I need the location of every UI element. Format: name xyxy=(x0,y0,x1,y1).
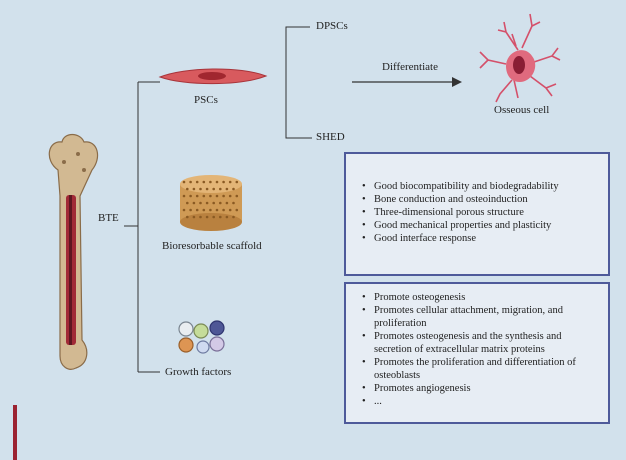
scaffold-pore xyxy=(195,180,199,184)
scaffold-pore xyxy=(186,187,189,191)
list-item: Promotes osteogenesis and the synthesis … xyxy=(362,330,600,356)
scaffold-pore xyxy=(235,180,239,184)
dpscs-label: DPSCs xyxy=(316,20,348,32)
scaffold-pore xyxy=(202,194,206,198)
scaffold-pore xyxy=(219,201,222,205)
shed-label: SHED xyxy=(316,131,345,143)
list-item: Bone conduction and osteoinduction xyxy=(362,193,600,206)
scaffold-icon xyxy=(180,175,242,231)
scaffold-pore xyxy=(225,215,229,219)
scaffold-pore xyxy=(219,187,222,191)
scaffold-pore xyxy=(186,215,189,219)
scaffold-pore xyxy=(219,215,222,219)
scaffold-pore xyxy=(189,180,192,184)
list-item: ... xyxy=(362,395,600,408)
differentiate-label: Differentiate xyxy=(382,61,438,73)
scaffold-pore xyxy=(192,187,196,191)
scaffold-pore xyxy=(202,208,206,212)
scaffold-pore xyxy=(205,187,209,191)
scaffold-pore xyxy=(182,194,186,198)
list-item: Promotes angiogenesis xyxy=(362,382,600,395)
scaffold-pore xyxy=(199,215,202,219)
growth-factor-beads-icon xyxy=(178,320,225,354)
scaffold-pore xyxy=(212,201,215,205)
list-item: Three-dimensional porous structure xyxy=(362,206,600,219)
scaffold-pore xyxy=(202,180,206,184)
scaffold-pore xyxy=(222,208,225,212)
scaffold-pore xyxy=(232,201,235,205)
stem-cell-icon xyxy=(158,68,268,85)
scaffold-pore xyxy=(212,215,215,219)
scaffold-pore xyxy=(199,201,202,205)
scaffold-pore xyxy=(222,180,225,184)
scaffold-pore xyxy=(182,180,186,184)
dpscs-shed-bracket xyxy=(285,26,312,139)
growth-factors-label: Growth factors xyxy=(165,366,232,378)
connector-lines xyxy=(124,26,312,373)
scaffold-pore xyxy=(205,201,209,205)
list-item: Promotes the proliferation and different… xyxy=(362,356,600,382)
scaffold-pore xyxy=(209,180,212,184)
growth-factor-functions-panel: Promote osteogenesis Promotes cellular a… xyxy=(344,282,610,424)
pscs-label: PSCs xyxy=(194,94,218,106)
scaffold-pore xyxy=(228,180,232,184)
osteocyte-icon xyxy=(479,13,561,103)
scaffold-pore xyxy=(205,215,209,219)
scaffold-pore xyxy=(215,194,219,198)
scaffold-pore xyxy=(228,208,232,212)
list-item: Promote osteogenesis xyxy=(362,291,600,304)
scaffold-pore xyxy=(192,201,196,205)
list-item: Promotes cellular attachment, migration,… xyxy=(362,304,600,330)
scaffold-pore xyxy=(215,180,219,184)
scaffold-properties-panel: Good biocompatibility and biodegradabili… xyxy=(344,152,610,276)
scaffold-pore xyxy=(182,208,186,212)
scaffold-pore xyxy=(225,201,229,205)
scaffold-pore xyxy=(186,201,189,205)
osseous-cell-label: Osseous cell xyxy=(494,104,550,116)
scaffold-pore xyxy=(212,187,215,191)
scaffold-pore xyxy=(235,208,239,212)
osteocyte-body xyxy=(506,50,536,82)
scaffold-pore xyxy=(189,194,192,198)
scaffold-pore xyxy=(209,194,212,198)
scaffold-pore xyxy=(235,194,239,198)
list-item: Good interface response xyxy=(362,232,600,245)
scaffold-pore xyxy=(189,208,192,212)
accent-bar xyxy=(13,405,17,460)
scaffold-pore xyxy=(225,187,229,191)
scaffold-pore xyxy=(215,208,219,212)
scaffold-pore xyxy=(232,215,235,219)
differentiate-arrow xyxy=(352,77,462,87)
list-item: Good biocompatibility and biodegradabili… xyxy=(362,180,600,193)
scaffold-pore xyxy=(228,194,232,198)
scaffold-pore xyxy=(199,187,202,191)
scaffold-pore xyxy=(195,194,199,198)
scaffold-pore xyxy=(209,208,212,212)
scaffold-pore xyxy=(195,208,199,212)
root-label-bte: BTE xyxy=(98,212,119,224)
scaffold-pore xyxy=(192,215,196,219)
scaffold-pore xyxy=(232,187,235,191)
bone-icon xyxy=(48,133,99,370)
growth-factor-functions-list: Promote osteogenesis Promotes cellular a… xyxy=(356,291,600,408)
scaffold-pore xyxy=(222,194,225,198)
scaffold-label: Bioresorbable scaffold xyxy=(162,240,262,252)
scaffold-properties-list: Good biocompatibility and biodegradabili… xyxy=(356,180,600,245)
list-item: Good mechanical properties and plasticit… xyxy=(362,219,600,232)
